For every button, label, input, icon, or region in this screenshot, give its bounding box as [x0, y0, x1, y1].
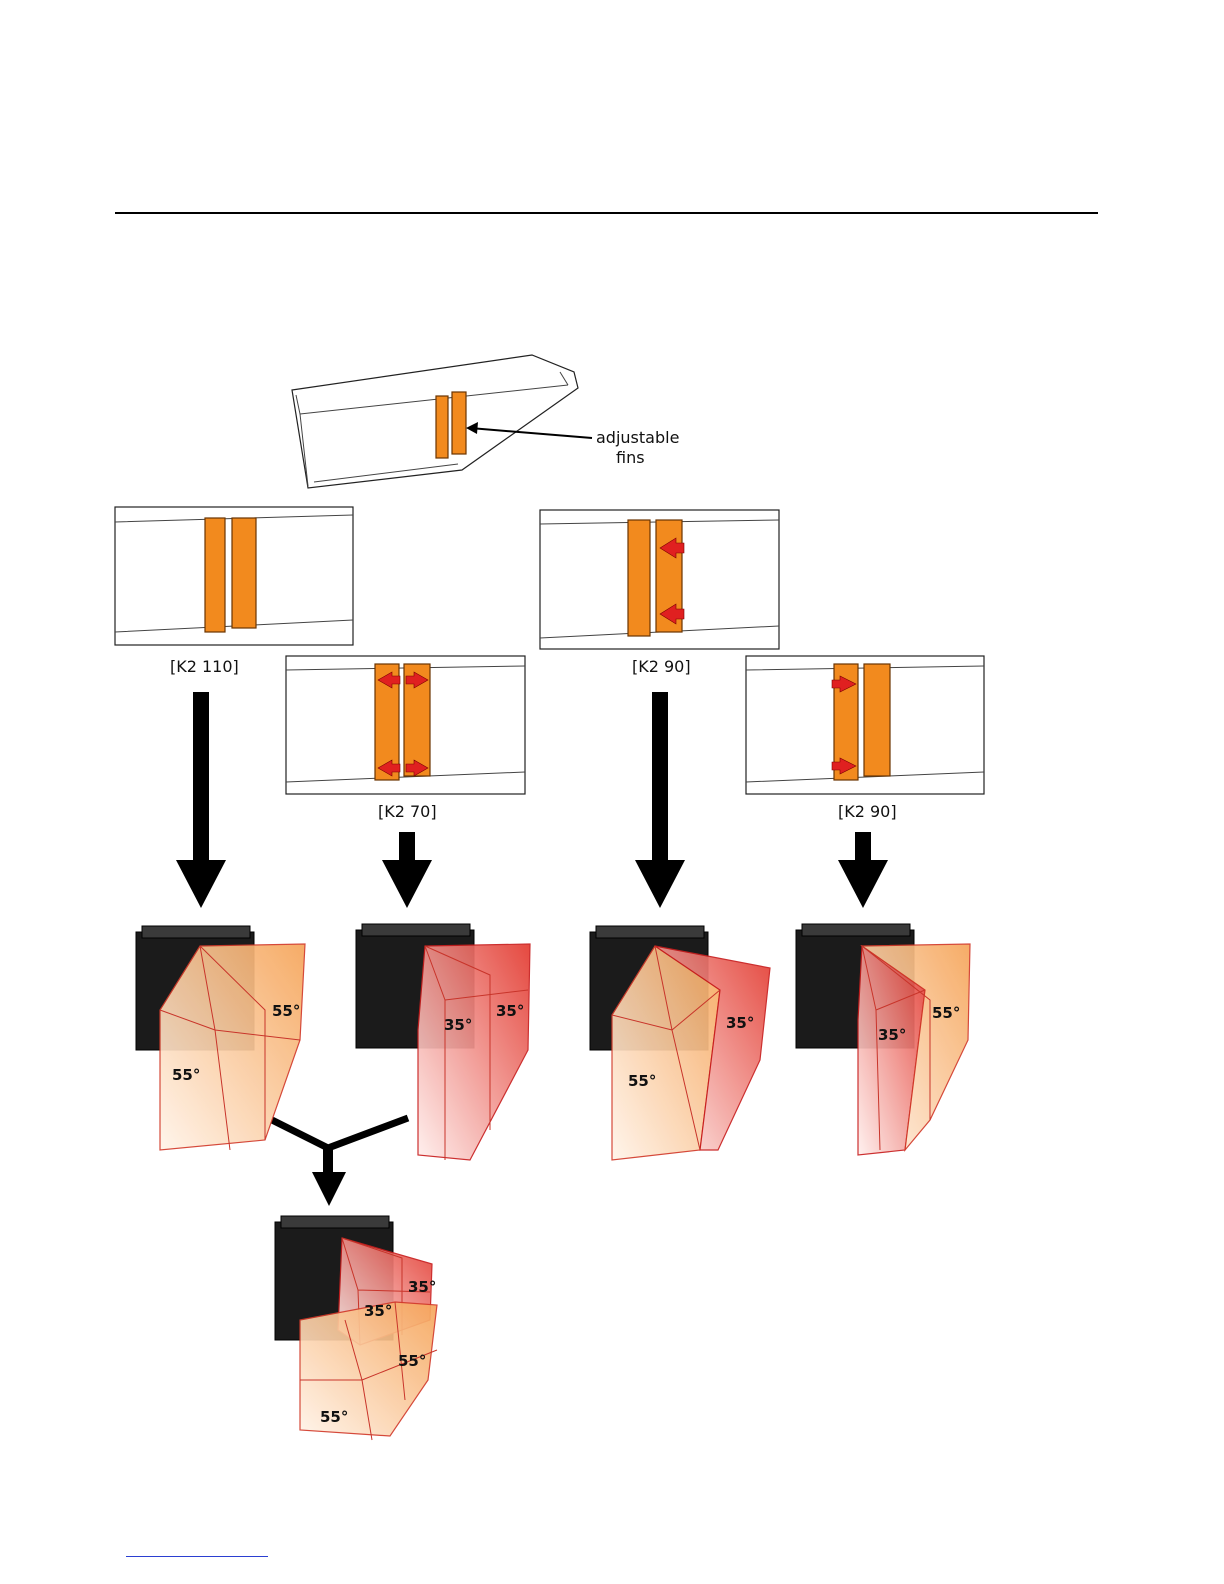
fin-right [452, 392, 466, 454]
coverage-k2-90-a-right: 35° [726, 1014, 754, 1032]
fin-left [436, 396, 448, 458]
coverage-k2-90-a-left: 55° [628, 1072, 656, 1090]
coverage-k2-70-left: 35° [444, 1016, 472, 1034]
coverage-k2-90-b-right: 55° [932, 1004, 960, 1022]
combine-arrow [272, 1118, 408, 1206]
cabinet-perspective [292, 355, 592, 488]
callout-label-line1: adjustable [596, 428, 679, 447]
coverage-k2-90-a [590, 926, 770, 1160]
panel-k2-110 [115, 507, 353, 645]
coverage-k2-110 [136, 926, 305, 1150]
arrow-down-k2-110 [176, 692, 226, 908]
fin-left [628, 520, 650, 636]
coverage-combined-upper-right: 35° [408, 1278, 436, 1296]
coverage-combined-lower-left: 55° [320, 1408, 348, 1426]
panel-k2-90-b [746, 656, 984, 794]
config-label-k2-90-b: [K2 90] [838, 802, 897, 821]
footer-link-underline[interactable] [126, 1556, 268, 1557]
fin-right [232, 518, 256, 628]
config-label-k2-70: [K2 70] [378, 802, 437, 821]
coverage-k2-110-left: 55° [172, 1066, 200, 1084]
config-label-k2-110: [K2 110] [170, 657, 239, 676]
arrow-down-k2-90-b [838, 832, 888, 908]
coverage-k2-90-b-left: 35° [878, 1026, 906, 1044]
fin-right [864, 664, 890, 776]
arrow-down-k2-90-a [635, 692, 685, 908]
coverage-combined [275, 1216, 437, 1440]
coverage-k2-110-right: 55° [272, 1002, 300, 1020]
panel-k2-70 [286, 656, 525, 794]
coverage-k2-70-right: 35° [496, 1002, 524, 1020]
panel-k2-90-a [540, 510, 779, 649]
coverage-combined-upper-left: 35° [364, 1302, 392, 1320]
arrow-down-k2-70 [382, 832, 432, 908]
callout-label-line2: fins [616, 448, 645, 467]
coverage-combined-lower-right: 55° [398, 1352, 426, 1370]
fin-left [205, 518, 225, 632]
config-label-k2-90-a: [K2 90] [632, 657, 691, 676]
